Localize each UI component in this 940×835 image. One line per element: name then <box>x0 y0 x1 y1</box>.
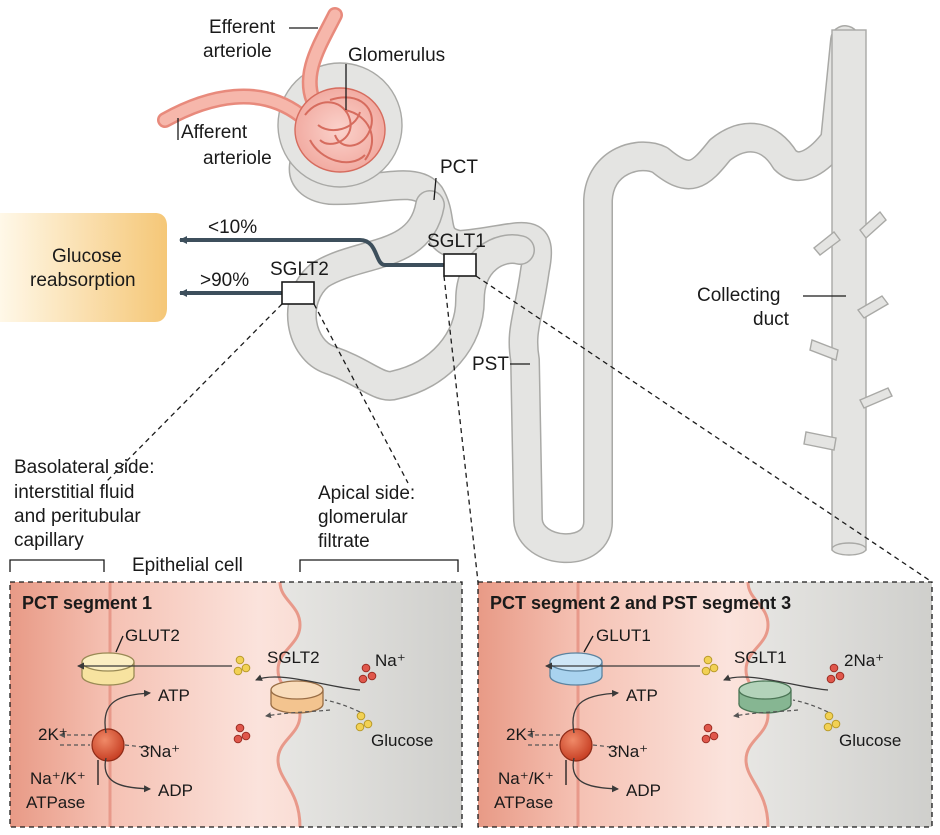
glucose-reabsorption-label-1: Glucose <box>52 246 122 267</box>
atp-label-right: ATP <box>626 686 658 705</box>
glucose-reabsorption-label-2: reabsorption <box>30 270 136 291</box>
glomerulus-region <box>157 7 403 188</box>
sglt2-label: SGLT2 <box>267 648 320 667</box>
apical-label-1: Apical side: <box>318 483 415 504</box>
sglt2-box <box>281 281 315 305</box>
tubule-fill <box>290 26 859 562</box>
collecting-duct <box>831 29 867 551</box>
atpase-label-right-1: Na⁺/K⁺ <box>498 769 554 788</box>
glut1-label: GLUT1 <box>596 626 651 645</box>
sglt1-box <box>443 253 477 277</box>
glucose-dots-cell-right <box>701 655 719 676</box>
basolateral-label-3: and peritubular <box>14 506 141 527</box>
sglt1-top-label: SGLT1 <box>427 231 486 252</box>
side-labels: Basolateral side: interstitial fluid and… <box>9 457 459 576</box>
glucose-reabsorption-box: Glucose reabsorption <box>0 213 167 322</box>
glucose-label-right: Glucose <box>839 731 901 750</box>
zoom-lines <box>104 275 933 583</box>
glomerulus-label: Glomerulus <box>348 45 445 66</box>
basolateral-label-4: capillary <box>14 530 84 551</box>
atpase-label-left-1: Na⁺/K⁺ <box>30 769 86 788</box>
afferent-label-2: arteriole <box>203 148 272 169</box>
nephron <box>286 25 893 564</box>
pct-label: PCT <box>440 157 478 178</box>
reabsorption-arrows: <10% >90% SGLT1 SGLT2 <box>179 217 486 305</box>
na-dots-lumen-right <box>826 663 845 684</box>
na3-label-left: 3Na⁺ <box>140 742 180 761</box>
atp-label-left: ATP <box>158 686 190 705</box>
glucose-dots-lumen-right <box>823 711 841 732</box>
na-k-atpase-pump <box>91 728 125 762</box>
glut2-label: GLUT2 <box>125 626 180 645</box>
apical-label-3: filtrate <box>318 531 370 552</box>
na-dots-cell <box>233 723 251 744</box>
atpase-label-left-2: ATPase <box>26 793 85 812</box>
glomerulus-tuft <box>294 87 386 173</box>
glucose-label-left: Glucose <box>371 731 433 750</box>
glucose-dots-cell <box>233 655 251 676</box>
epithelial-label: Epithelial cell <box>132 555 243 576</box>
adp-label-right: ADP <box>626 781 661 800</box>
na-k-atpase-pump-right <box>559 728 593 762</box>
atpase-label-right-2: ATPase <box>494 793 553 812</box>
collecting-label-2: duct <box>753 309 790 330</box>
na3-label-right: 3Na⁺ <box>608 742 648 761</box>
afferent-label-1: Afferent <box>181 122 248 143</box>
sglt1-label: SGLT1 <box>734 648 787 667</box>
basolateral-label-2: interstitial fluid <box>14 482 134 503</box>
panel-left: PCT segment 1 GLUT2 SGLT2 Na⁺ <box>9 581 463 828</box>
collecting-duct-branches <box>803 210 893 451</box>
panel-right-title: PCT segment 2 and PST segment 3 <box>490 593 791 613</box>
glut2-transporter <box>81 652 135 686</box>
efferent-label-1: Efferent <box>209 17 276 38</box>
tubule-loop-fill <box>288 191 534 400</box>
k-label-right: 2K⁺ <box>506 725 536 744</box>
sglt1-transporter <box>738 680 792 714</box>
top-labels: Efferent arteriole Glomerulus Afferent a… <box>177 17 846 375</box>
collecting-label-1: Collecting <box>697 285 780 306</box>
glut1-transporter <box>549 652 603 686</box>
basolateral-label-1: Basolateral side: <box>14 457 154 478</box>
na-label-left: Na⁺ <box>375 651 406 670</box>
apical-label-2: glomerular <box>318 507 408 528</box>
glucose-dots-lumen <box>355 711 373 732</box>
lt10-label: <10% <box>208 217 257 238</box>
panel-right: PCT segment 2 and PST segment 3 GLUT1 SG… <box>477 581 933 828</box>
efferent-label-2: arteriole <box>203 41 272 62</box>
adp-label-left: ADP <box>158 781 193 800</box>
pst-label: PST <box>472 354 509 375</box>
k-label-left: 2K⁺ <box>38 725 68 744</box>
collecting-duct-end <box>831 542 867 556</box>
na-dots-cell-right <box>701 723 719 744</box>
gt90-label: >90% <box>200 270 249 291</box>
sglt2-top-label: SGLT2 <box>270 259 329 280</box>
na-dots-lumen <box>358 663 377 684</box>
panel-left-title: PCT segment 1 <box>22 593 152 613</box>
sglt2-transporter <box>270 680 324 714</box>
na-label-right: 2Na⁺ <box>844 651 884 670</box>
